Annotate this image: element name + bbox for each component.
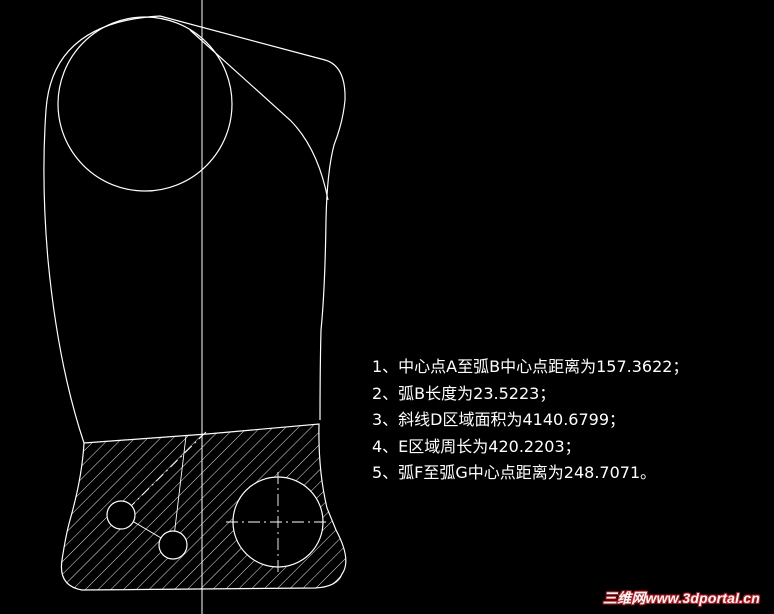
note-item-3: 3、斜线D区域面积为4140.6799； <box>372 410 626 429</box>
note-item-4: 4、E区域周长为420.2203； <box>372 436 581 456</box>
note-item-2: 2、弧B长度为23.5223； <box>372 383 556 403</box>
note-item-1: 1、中心点A至弧B中心点距离为157.3622； <box>372 357 689 376</box>
small-circle-f <box>106 500 136 530</box>
watermark: 三维网www.3dportal.cn <box>602 590 760 606</box>
note-item-5: 5、弧F至弧G中心点距离为248.7071。 <box>372 463 657 482</box>
tangent-line <box>189 29 329 201</box>
notes-list: 1、中心点A至弧B中心点距离为157.3622； 2、弧B长度为23.5223；… <box>372 354 688 487</box>
circle-top <box>57 16 233 192</box>
construction-line-2 <box>172 435 187 546</box>
small-circle-g <box>158 530 188 560</box>
